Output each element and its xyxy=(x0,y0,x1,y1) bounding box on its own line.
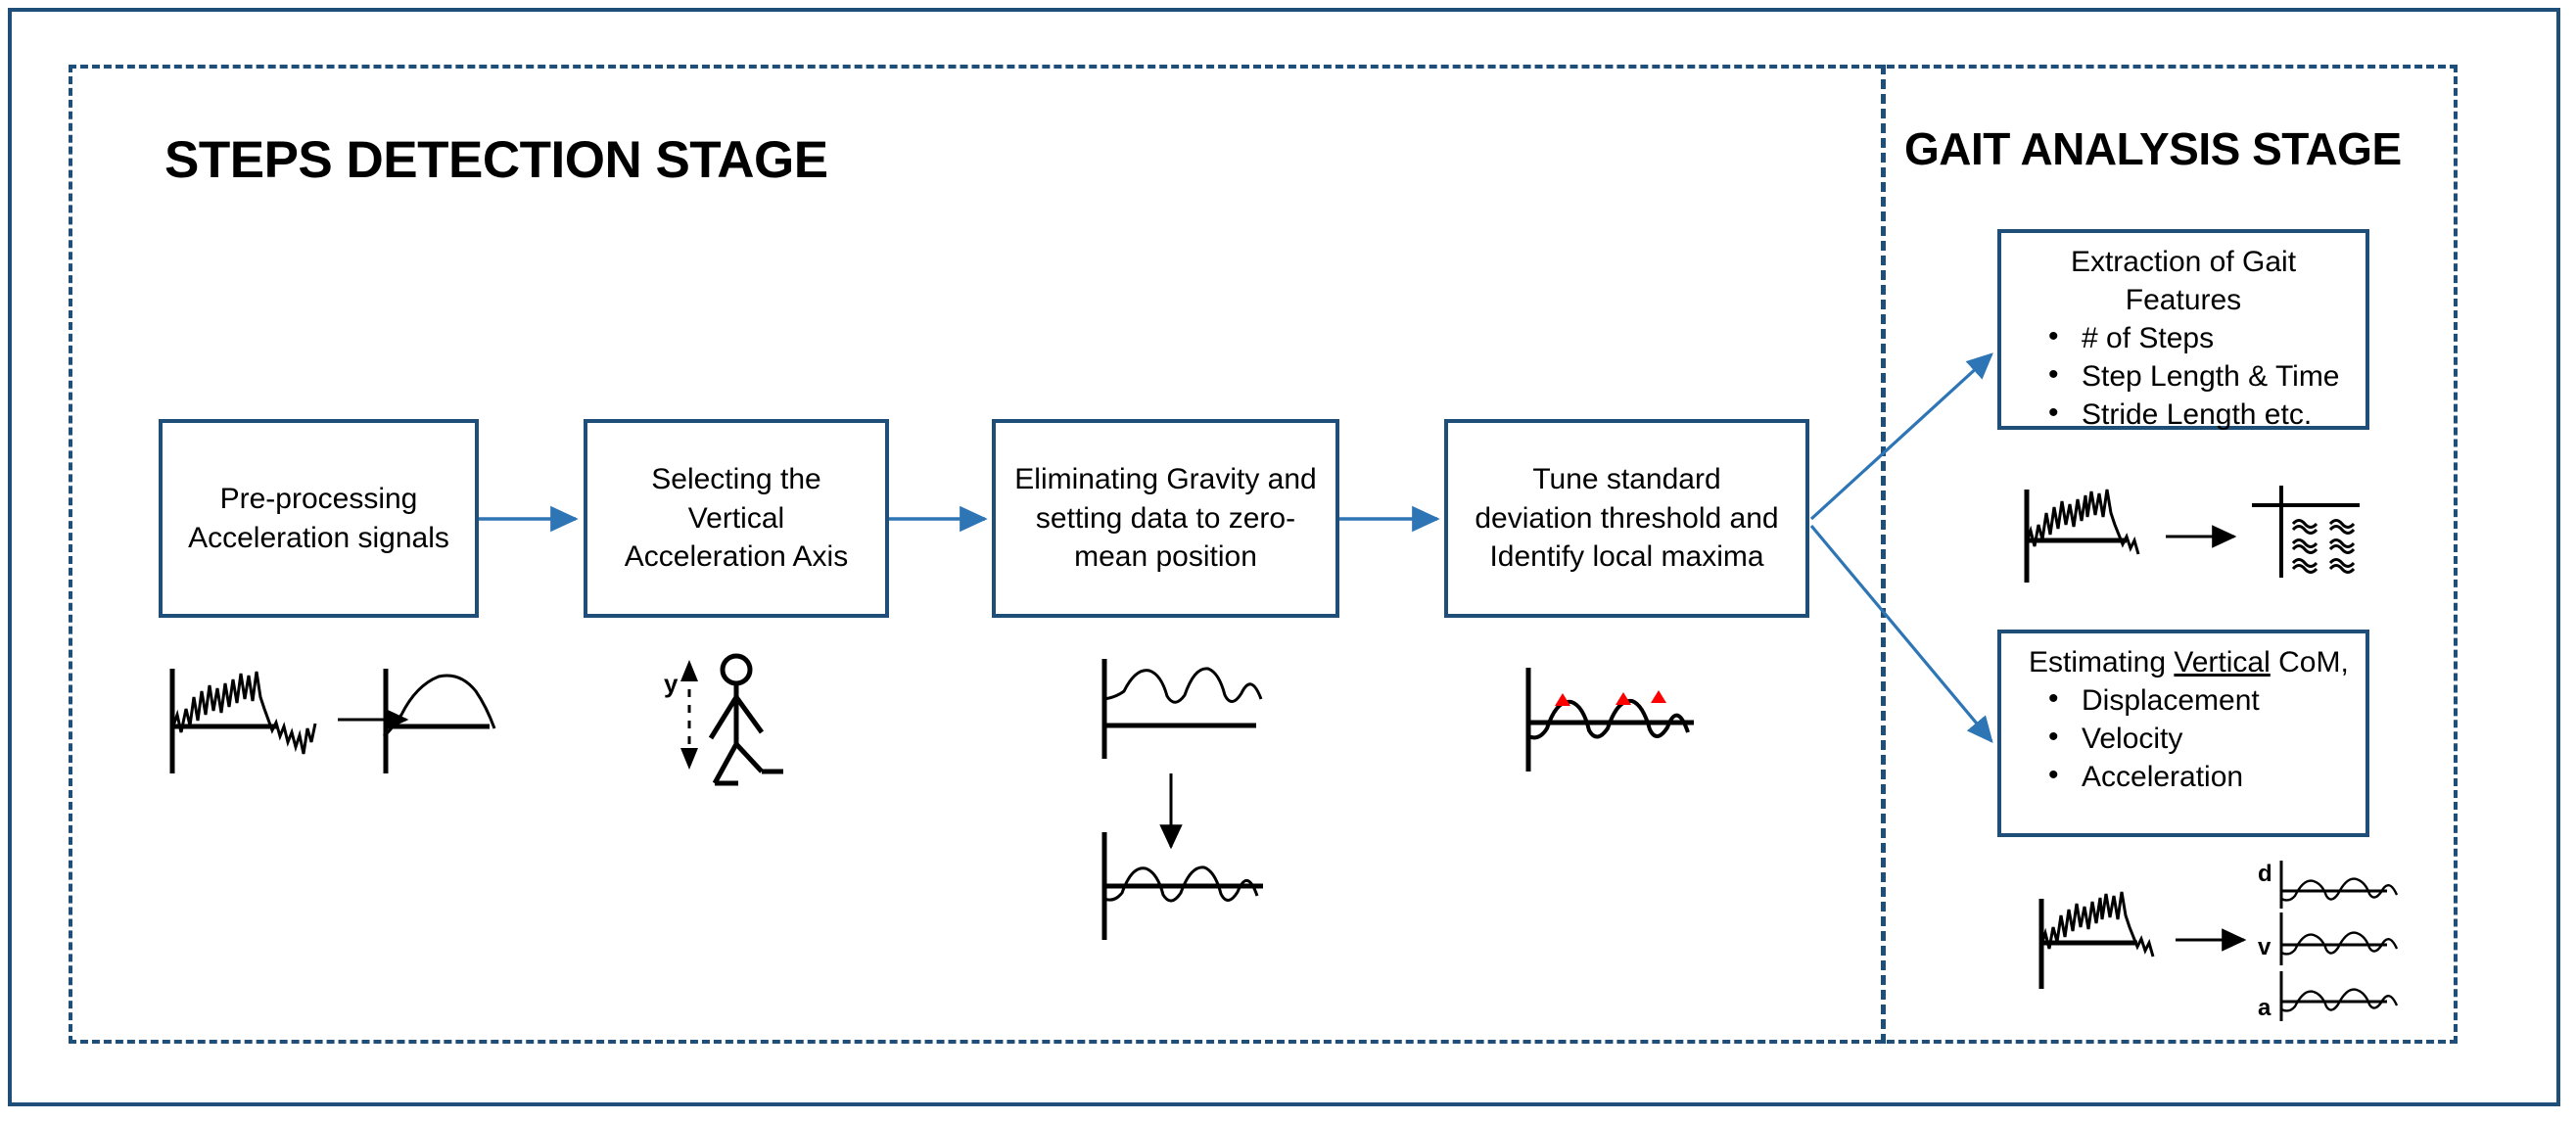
stage-divider-dashed-line xyxy=(1881,65,1886,1044)
process-box-line: setting data to zero- xyxy=(1035,501,1296,535)
process-box-tune-threshold[interactable]: Tune standard deviation threshold and Id… xyxy=(1444,419,1809,618)
list-item: Step Length & Time xyxy=(2048,355,2352,396)
process-box-line: Pre-processing xyxy=(219,482,418,515)
process-box-select-vertical-axis[interactable]: Selecting the Vertical Acceleration Axis xyxy=(584,419,889,618)
process-box-line: Acceleration Axis xyxy=(624,540,849,574)
gait-box-heading: Estimating Vertical CoM, xyxy=(2015,643,2352,681)
steps-detection-stage-title: STEPS DETECTION STAGE xyxy=(164,131,828,189)
gait-box-heading-line1: Extraction of Gait xyxy=(2070,246,2297,278)
heading-underlined-term: Vertical xyxy=(2174,646,2271,678)
process-box-line: mean position xyxy=(1074,540,1257,574)
list-item: Displacement xyxy=(2048,679,2352,720)
heading-suffix: CoM, xyxy=(2270,646,2349,678)
process-box-pre-processing[interactable]: Pre-processing Acceleration signals xyxy=(159,419,479,618)
process-box-line: Tune standard xyxy=(1532,462,1721,495)
process-box-line: deviation threshold and xyxy=(1475,501,1779,535)
gait-box-extraction-of-gait-features[interactable]: Extraction of Gait Features # of Steps S… xyxy=(1997,229,2369,432)
list-item: Velocity xyxy=(2048,718,2352,758)
gait-feature-list: # of Steps Step Length & Time Stride Len… xyxy=(2015,317,2352,434)
list-item: Stride Length etc. xyxy=(2048,394,2352,434)
gait-box-heading-line2: Features xyxy=(2125,284,2242,316)
com-feature-list: Displacement Velocity Acceleration xyxy=(2015,679,2352,796)
process-box-line: Vertical xyxy=(687,501,785,535)
heading-prefix: Estimating xyxy=(2029,646,2175,678)
process-box-line: Identify local maxima xyxy=(1489,540,1764,574)
process-box-line: Eliminating Gravity and xyxy=(1014,462,1317,495)
gait-box-estimating-vertical-com[interactable]: Estimating Vertical CoM, Displacement Ve… xyxy=(1997,630,2369,837)
process-box-line: Selecting the xyxy=(651,462,821,495)
list-item: Acceleration xyxy=(2048,756,2352,796)
steps-stage-dashed-region xyxy=(69,65,2458,1044)
list-item: # of Steps xyxy=(2048,317,2352,357)
gait-analysis-stage-title: GAIT ANALYSIS STAGE xyxy=(1904,123,2402,174)
process-box-eliminate-gravity[interactable]: Eliminating Gravity and setting data to … xyxy=(992,419,1339,618)
process-box-line: Acceleration signals xyxy=(188,521,449,554)
